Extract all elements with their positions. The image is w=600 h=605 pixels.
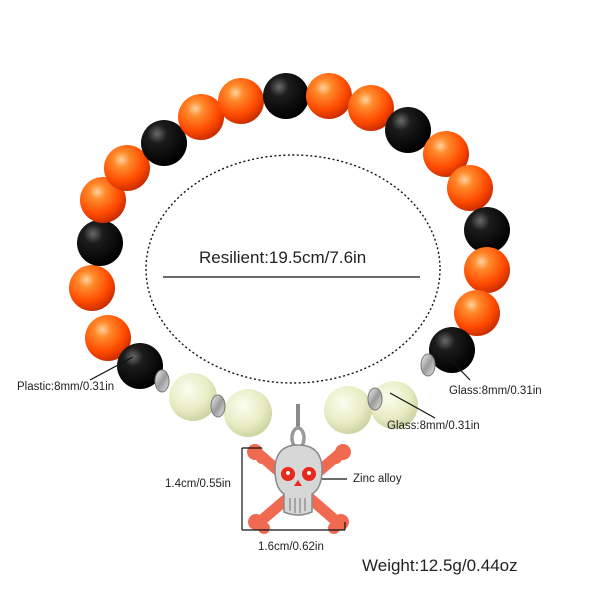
rhinestone-spacer	[420, 353, 436, 377]
pendant-height-label: 1.4cm/0.55in	[165, 478, 231, 490]
rhinestone-spacer	[154, 369, 170, 393]
black-glass-bead	[77, 220, 123, 266]
orange-plastic-bead	[69, 265, 115, 311]
weight-label: Weight:12.5g/0.44oz	[362, 556, 518, 575]
glow-glass-bead	[224, 389, 272, 437]
black-glass-bead	[263, 73, 309, 119]
bead-layer	[69, 73, 510, 437]
size-ellipse	[145, 154, 441, 384]
zinc-alloy-label: Zinc alloy	[353, 473, 402, 485]
orange-plastic-bead	[104, 145, 150, 191]
black-glass-bead	[464, 207, 510, 253]
orange-plastic-bead	[423, 131, 469, 177]
resilient-label: Resilient:19.5cm/7.6in	[199, 248, 367, 267]
glow-glass-bead	[324, 386, 372, 434]
orange-plastic-bead	[348, 85, 394, 131]
rhinestone-spacer	[210, 394, 226, 418]
orange-plastic-bead	[447, 165, 493, 211]
glass-bead-label-right: Glass:8mm/0.31in	[449, 385, 542, 397]
pendant-width-label: 1.6cm/0.62in	[258, 541, 324, 553]
orange-plastic-bead	[464, 247, 510, 293]
black-glass-bead	[429, 327, 475, 373]
skull-pendant	[247, 444, 351, 534]
black-glass-bead	[141, 120, 187, 166]
orange-plastic-bead	[85, 315, 131, 361]
plastic-bead-label: Plastic:8mm/0.31in	[17, 381, 115, 393]
pendant-bail	[290, 404, 306, 450]
black-glass-bead	[117, 343, 163, 389]
orange-plastic-bead	[80, 177, 126, 223]
glass-bead-label-center: Glass:8mm/0.31in	[387, 420, 480, 432]
black-glass-bead	[385, 107, 431, 153]
dimension-lines	[89, 355, 471, 531]
glow-glass-bead	[169, 373, 217, 421]
rhinestone-spacer	[367, 387, 383, 411]
orange-plastic-bead	[218, 78, 264, 124]
orange-plastic-bead	[178, 94, 224, 140]
orange-plastic-bead	[306, 73, 352, 119]
orange-plastic-bead	[454, 290, 500, 336]
glow-glass-bead	[370, 381, 418, 429]
